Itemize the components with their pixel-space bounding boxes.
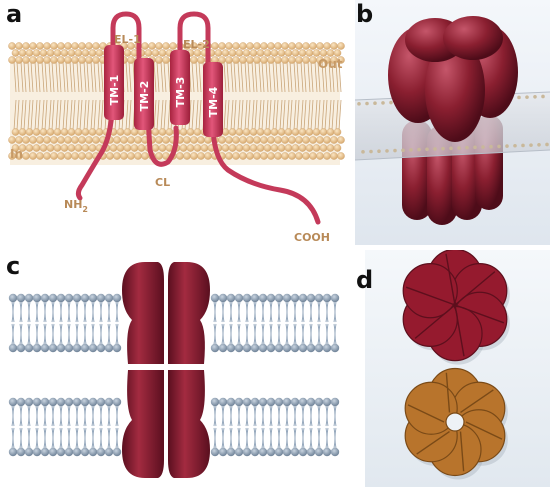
panel-letter-b: b: [356, 0, 374, 28]
channel-dimer: [122, 262, 210, 478]
n-terminus-tail: [75, 109, 115, 201]
panel-letter-c: c: [6, 252, 21, 280]
panel-a-topology-diagram: TM-1 TM-2 TM-3 TM-4 EL-1 EL-2 Out In NH2…: [8, 11, 345, 244]
extracellular-loop-2: [177, 11, 211, 75]
connexon-open-top-view: [404, 367, 508, 480]
c-terminus-tail: [210, 127, 321, 225]
channel-upper-lobes: [388, 16, 518, 142]
label-el-1: EL-1: [114, 33, 141, 46]
protein-chain: [75, 11, 321, 225]
tm-3-label: TM-3: [174, 77, 187, 108]
tm-helix-1: TM-1: [104, 45, 124, 120]
connexon-closed-top-view: [402, 250, 510, 365]
label-out: Out: [318, 57, 343, 71]
extracellular-loop-1: [110, 11, 142, 73]
panel-c: c: [0, 250, 350, 487]
lipid-bilayer-upper: [8, 293, 340, 353]
lipid-bilayer-lower: [8, 397, 340, 457]
panel-d-top-views: [365, 250, 550, 487]
panel-b-channel-3d: [355, 0, 550, 245]
tm-helix-4: TM-4: [203, 62, 223, 137]
label-nh2: NH2: [64, 198, 88, 214]
tm-helix-2: TM-2: [134, 58, 154, 130]
label-cooh: COOH: [294, 231, 330, 244]
label-el-2: EL-2: [183, 38, 210, 51]
panel-b: b: [355, 0, 550, 245]
label-cl: CL: [155, 176, 170, 189]
tm-1-label: TM-1: [108, 75, 121, 106]
panel-letter-a: a: [6, 0, 23, 28]
tm-helix-3: TM-3: [170, 50, 190, 125]
panel-d: d: [355, 250, 550, 487]
label-in: In: [10, 147, 23, 161]
tm-2-label: TM-2: [138, 81, 151, 112]
panel-c-side-view: [8, 262, 340, 478]
tm-4-label: TM-4: [207, 86, 220, 117]
panel-a: a: [0, 0, 350, 250]
panel-letter-d: d: [356, 266, 374, 294]
cytoplasmic-loop: [145, 115, 179, 167]
